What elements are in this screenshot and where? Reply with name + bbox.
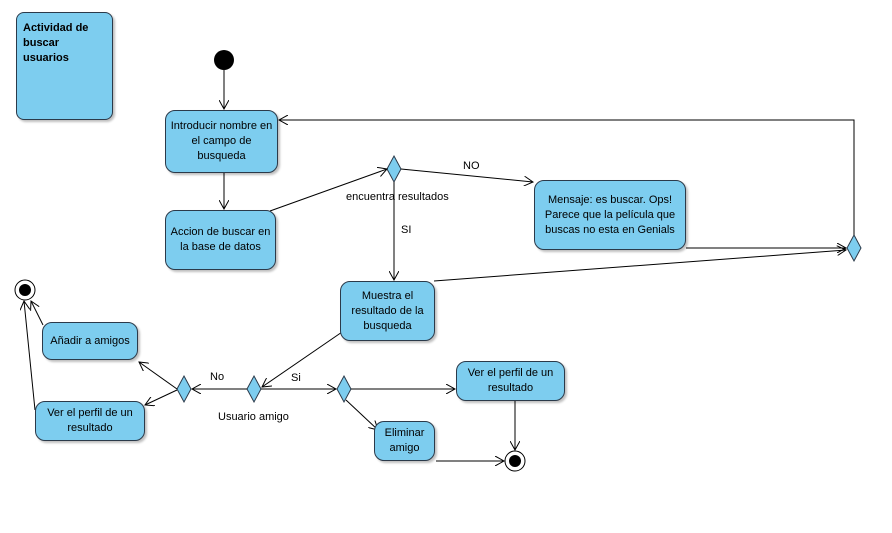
edge-accion-decision [269, 169, 387, 212]
node-muestra-resultado: Muestra el resultado de la busqueda [340, 281, 435, 341]
edge-si-eliminar [345, 399, 378, 430]
node-anadir-amigos: Añadir a amigos [42, 322, 138, 360]
edge-anadir-final [31, 301, 44, 326]
decision-encuentra [386, 154, 402, 184]
label-si-lower: Si [291, 372, 301, 384]
final-node-bottom [504, 450, 526, 472]
node-introducir-label: Introducir nombre en el campo de busqued… [170, 120, 273, 162]
label-usuario-amigo: Usuario amigo [218, 411, 289, 423]
decision-si [336, 374, 352, 404]
label-si-upper: SI [401, 224, 412, 236]
initial-node [214, 50, 234, 70]
node-accion-buscar: Accion de buscar en la base de datos [165, 210, 276, 270]
node-mensaje-label: Mensaje: es buscar. Ops! Parece que la p… [544, 193, 676, 236]
node-ver-perfil-right: Ver el perfil de un resultado [456, 361, 565, 401]
label-no-upper: NO [463, 160, 480, 172]
decision-left [176, 374, 192, 404]
node-ver-perfil-right-label: Ver el perfil de un resultado [467, 367, 554, 394]
node-accion-label: Accion de buscar en la base de datos [170, 226, 271, 253]
edge-loop-back [279, 120, 855, 235]
diagram-title: Actividad de buscar usuarios [23, 22, 89, 64]
label-encuentra: encuentra resultados [346, 191, 449, 203]
node-eliminar-label: Eliminar amigo [384, 427, 425, 454]
edge-muestra-usuario [262, 329, 346, 387]
node-eliminar-amigo: Eliminar amigo [374, 421, 435, 461]
final-node-left [14, 279, 36, 301]
edge-left-verperfil [145, 389, 178, 405]
node-introducir-nombre: Introducir nombre en el campo de busqued… [165, 110, 278, 173]
node-ver-perfil-left: Ver el perfil de un resultado [35, 401, 145, 441]
edge-decision-mensaje [400, 168, 533, 182]
node-muestra-label: Muestra el resultado de la busqueda [351, 289, 424, 332]
node-ver-perfil-left-label: Ver el perfil de un resultado [47, 407, 133, 434]
node-anadir-label: Añadir a amigos [50, 334, 130, 347]
decision-usuario-amigo [246, 374, 262, 404]
node-mensaje: Mensaje: es buscar. Ops! Parece que la p… [534, 180, 686, 250]
edge-left-anadir [139, 362, 178, 390]
label-no-lower: No [210, 371, 225, 383]
diagram-title-note: Actividad de buscar usuarios [16, 12, 113, 120]
decision-right [846, 233, 862, 263]
edge-verperfil-final [24, 301, 36, 411]
edge-muestra-right [433, 250, 846, 282]
